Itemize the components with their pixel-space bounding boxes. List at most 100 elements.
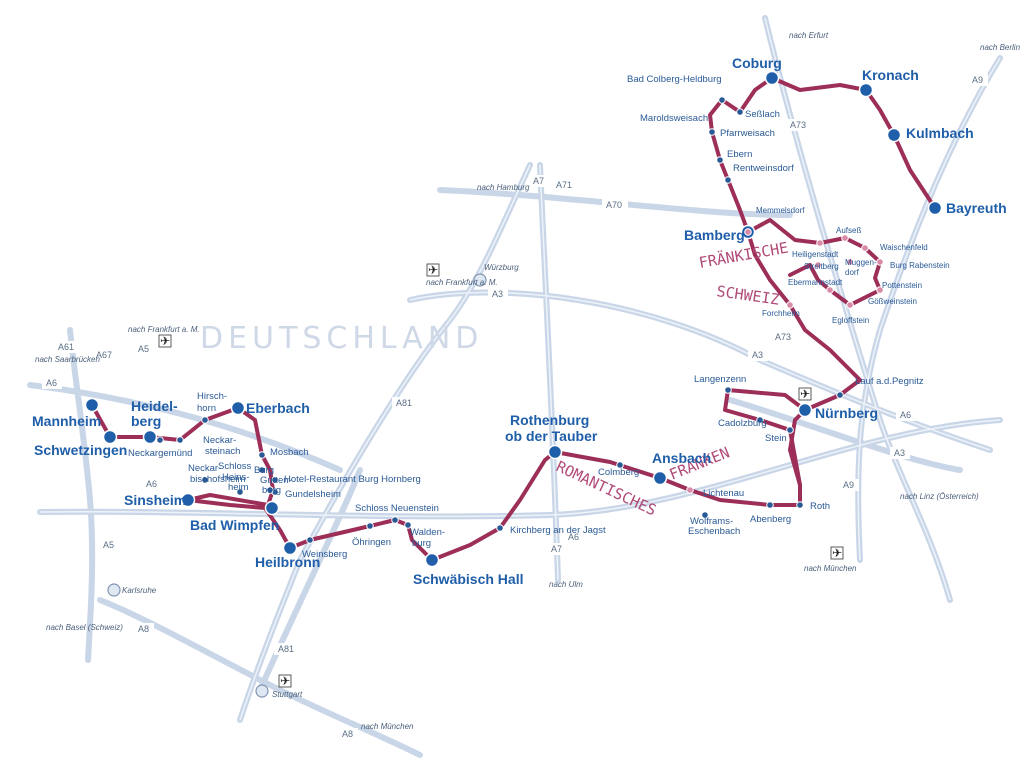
- road-shield: [392, 397, 418, 409]
- stop-label: Hirsch-: [197, 391, 227, 402]
- city-label: Heilbronn: [255, 554, 320, 570]
- airport-icon: ✈: [160, 334, 170, 348]
- stop-label: Wolframs-: [690, 516, 733, 527]
- city-label: berg: [131, 413, 161, 429]
- city-marker: [858, 82, 874, 98]
- airport-icon: [798, 387, 812, 401]
- road-label: A61: [58, 342, 74, 352]
- city-label: Kronach: [862, 67, 919, 83]
- stop-marker: [861, 244, 869, 252]
- city-marker: [797, 402, 813, 418]
- road-shield: [890, 447, 910, 459]
- road-shield: [968, 74, 988, 86]
- road-shield: [134, 623, 154, 635]
- road-label: A73: [775, 332, 791, 342]
- stop-marker: [201, 416, 209, 424]
- road-shield: [42, 377, 62, 389]
- stop-label: Neckar-: [188, 463, 221, 474]
- road-shield: [547, 543, 567, 555]
- airport-icon: ✈: [832, 546, 842, 560]
- stop-label: horn: [197, 403, 216, 414]
- city-label: Heidel-: [131, 398, 178, 414]
- road-shield: [274, 643, 300, 655]
- airport-icon: [158, 334, 172, 348]
- city-marker: [180, 492, 196, 508]
- stop-label: Schloss: [218, 461, 252, 472]
- direction-label: nach Erfurt: [789, 31, 829, 40]
- stop-label: Seßlach: [745, 109, 780, 120]
- road-label: A9: [972, 75, 983, 85]
- stop-marker: [266, 486, 274, 494]
- stop-label: Aufseß: [836, 226, 861, 235]
- stop-label: Forchheim: [762, 309, 800, 318]
- stop-marker: [258, 466, 266, 474]
- city-marker: [264, 500, 280, 516]
- stop-label: Langenzenn: [694, 374, 746, 385]
- stop-label: Eschenbach: [688, 526, 740, 537]
- stop-label: Roth: [810, 501, 830, 512]
- stop-label: Gutten-: [260, 475, 292, 486]
- stop-marker: [846, 258, 854, 266]
- stop-marker: [156, 436, 164, 444]
- stop-marker: [826, 286, 834, 294]
- stop-label: Gößweinstein: [868, 297, 917, 306]
- road-shield: [99, 539, 119, 551]
- stop-marker: [718, 96, 726, 104]
- city-label: Bamberg: [684, 227, 745, 243]
- stop-label: Schloss Neuenstein: [355, 503, 439, 514]
- city-label: Ansbach: [652, 450, 711, 466]
- road-label: A71: [556, 180, 572, 190]
- stop-marker: [756, 416, 764, 424]
- road-shield: [488, 288, 508, 300]
- stop-label: Ebern: [727, 149, 752, 160]
- airport-icon: ✈: [280, 674, 290, 688]
- stop-marker: [786, 426, 794, 434]
- stop-marker: [814, 261, 822, 269]
- stop-label: Lichtenau: [703, 488, 744, 499]
- road-label: A7: [533, 176, 544, 186]
- airport-icon: [426, 263, 440, 277]
- road-shield: [134, 343, 154, 355]
- road-shield: [564, 531, 584, 543]
- stop-label: bischofsheim: [190, 474, 246, 485]
- stop-label: Neckar-: [203, 435, 236, 446]
- direction-label: nach München: [361, 722, 414, 731]
- road-shield: [786, 119, 812, 131]
- road-label: A3: [894, 448, 905, 458]
- road-label: A6: [46, 378, 57, 388]
- city-label: ob der Tauber: [505, 428, 598, 444]
- stop-marker: [736, 108, 744, 116]
- reference-city-marker: [107, 583, 121, 597]
- stop-marker: [708, 128, 716, 136]
- stop-label: Mosbach: [270, 447, 309, 458]
- direction-label: nach Frankfurt a. M.: [426, 278, 498, 287]
- stop-label: Muggen-: [845, 258, 877, 267]
- route-layer: [90, 76, 937, 562]
- city-marker: [102, 429, 118, 445]
- stop-marker: [306, 536, 314, 544]
- city-label: Schwäbisch Hall: [413, 571, 523, 587]
- direction-label: nach Hamburg: [477, 183, 530, 192]
- stop-marker: [201, 476, 209, 484]
- place-layer: [84, 70, 943, 698]
- stop-label: heim: [228, 482, 249, 493]
- reference-city-label: Würzburg: [484, 263, 519, 272]
- road-label: A6: [568, 532, 579, 542]
- stop-label: Rentweinsdorf: [733, 163, 794, 174]
- road-label: A73: [790, 120, 806, 130]
- stop-label: Öhringen: [352, 537, 391, 548]
- stop-label: steinach: [205, 446, 240, 457]
- route-main: [90, 76, 937, 562]
- stop-marker: [701, 511, 709, 519]
- road-centerlines: [39, 17, 1001, 721]
- stop-marker: [366, 522, 374, 530]
- stop-marker: [716, 156, 724, 164]
- stop-marker: [391, 516, 399, 524]
- stop-label: Pottenstein: [882, 281, 922, 290]
- road-shield: [896, 409, 916, 421]
- road-label: A6: [900, 410, 911, 420]
- city-label: Rothenburg: [510, 412, 589, 428]
- road-label: A70: [606, 200, 622, 210]
- city-label: Nürnberg: [815, 405, 878, 421]
